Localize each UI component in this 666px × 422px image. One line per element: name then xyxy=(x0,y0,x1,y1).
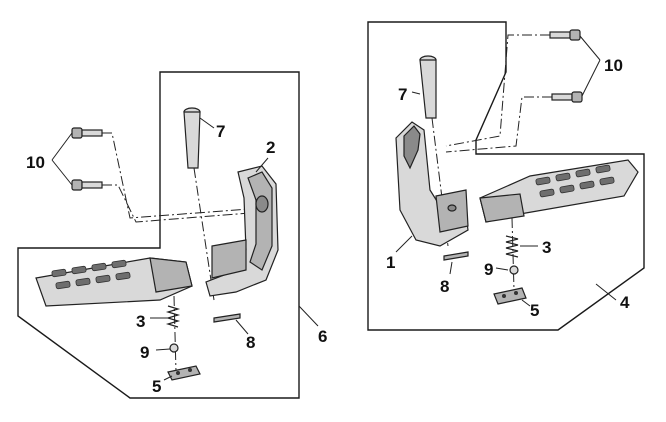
left-group-frame xyxy=(17,71,300,399)
right-washer-callout-leader xyxy=(449,261,453,275)
right-pin-axis-line xyxy=(431,117,449,247)
left-bolt-lower xyxy=(71,179,103,191)
left-callout-10: 10 xyxy=(26,153,45,172)
left-pivot-pin xyxy=(183,107,201,169)
left-footrest-bracket xyxy=(205,165,279,297)
right-bolt-callout-leader xyxy=(579,35,601,97)
left-callout-3: 3 xyxy=(136,312,145,331)
right-bolt-upper xyxy=(549,29,581,41)
left-washer-callout-leader xyxy=(235,319,249,335)
right-plate-callout-leader xyxy=(521,299,531,307)
left-bracket-callout-leader xyxy=(255,157,269,173)
right-footrest-bracket xyxy=(395,121,469,247)
right-callout-10: 10 xyxy=(604,56,623,75)
left-callout-6: 6 xyxy=(318,327,327,346)
left-footpeg-axis-line xyxy=(173,295,177,373)
left-pin-axis-line xyxy=(193,167,215,301)
right-footrest-group: 10 7 1 8 xyxy=(367,21,645,331)
left-detent-ball xyxy=(169,343,179,353)
left-plate-callout-leader xyxy=(163,375,173,381)
left-footrest-group: 10 7 2 8 xyxy=(17,71,327,399)
left-callout-2: 2 xyxy=(266,138,275,157)
right-pivot-pin xyxy=(419,55,437,119)
left-washer xyxy=(213,313,241,323)
left-callout-9: 9 xyxy=(140,343,149,362)
left-spring xyxy=(165,305,181,328)
right-group-frame xyxy=(367,21,645,331)
right-callout-3: 3 xyxy=(542,238,551,257)
left-bolt-axis-line xyxy=(102,132,263,223)
left-callout-8: 8 xyxy=(246,333,255,352)
right-callout-9: 9 xyxy=(484,260,493,279)
right-assembly-callout-leader xyxy=(595,283,617,301)
right-detent-plate xyxy=(493,287,527,305)
left-bolt-callout-leader xyxy=(51,132,73,186)
right-callout-1: 1 xyxy=(386,253,395,272)
right-footpeg-axis-line xyxy=(511,217,515,291)
right-bolt-lower xyxy=(551,91,583,103)
right-footpeg xyxy=(479,159,639,223)
left-ball-callout-leader xyxy=(155,348,171,351)
right-callout-5: 5 xyxy=(530,301,539,320)
left-callout-5: 5 xyxy=(152,377,161,396)
right-bracket-callout-leader xyxy=(395,235,413,253)
left-bolt-upper xyxy=(71,127,103,139)
right-callout-7: 7 xyxy=(398,85,407,104)
right-bolt-axis-line xyxy=(445,34,552,153)
right-spring xyxy=(505,235,519,258)
right-detent-ball xyxy=(509,265,519,275)
right-pin-callout-leader xyxy=(411,91,421,95)
left-pin-callout-leader xyxy=(199,117,215,129)
left-callout-7: 7 xyxy=(216,122,225,141)
right-ball-callout-leader xyxy=(495,267,509,271)
right-callout-8: 8 xyxy=(440,277,449,296)
left-detent-plate xyxy=(167,365,201,381)
right-washer xyxy=(443,251,469,261)
left-assembly-callout-leader xyxy=(298,305,319,327)
left-footpeg xyxy=(35,257,193,307)
right-callout-4: 4 xyxy=(620,293,630,312)
